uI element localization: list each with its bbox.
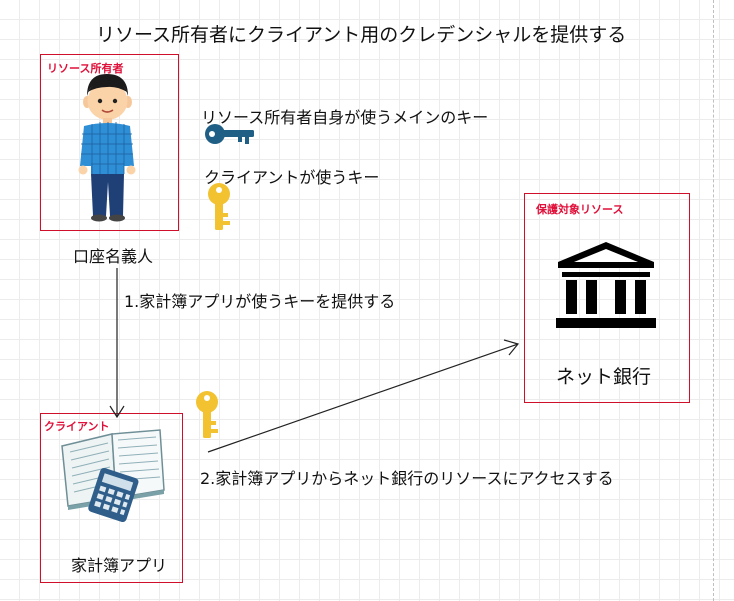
blue-key-icon: [205, 124, 254, 144]
client-caption: 家計簿アプリ: [71, 556, 168, 575]
step2-label: 2.家計簿アプリからネット銀行のリソースにアクセスする: [200, 469, 614, 488]
gold-key-icon: [208, 183, 230, 230]
step1-arrow: [109, 268, 125, 419]
gold-key-icon: [196, 391, 218, 438]
step1-label: 1.家計簿アプリが使うキーを提供する: [124, 292, 396, 311]
owner-box-label: リソース所有者: [47, 62, 124, 75]
client-key-label: クライアントが使うキー: [204, 168, 380, 187]
resource-box-label: 保護対象リソース: [536, 203, 624, 216]
person-illustration: [78, 74, 136, 222]
ledger-calculator-illustration: [61, 429, 165, 522]
diagram-title: リソース所有者にクライアント用のクレデンシャルを提供する: [96, 24, 627, 46]
owner-box: [40, 54, 179, 231]
main-key-label: リソース所有者自身が使うメインのキー: [201, 108, 489, 127]
client-box: [40, 413, 183, 583]
resource-caption: ネット銀行: [556, 366, 652, 388]
bank-building-icon: [556, 242, 656, 328]
page-break-line: [713, 0, 714, 601]
resource-box: [524, 193, 690, 403]
owner-caption: 口座名義人: [73, 247, 154, 266]
step2-arrow: [207, 339, 520, 453]
client-box-label: クライアント: [44, 420, 110, 433]
